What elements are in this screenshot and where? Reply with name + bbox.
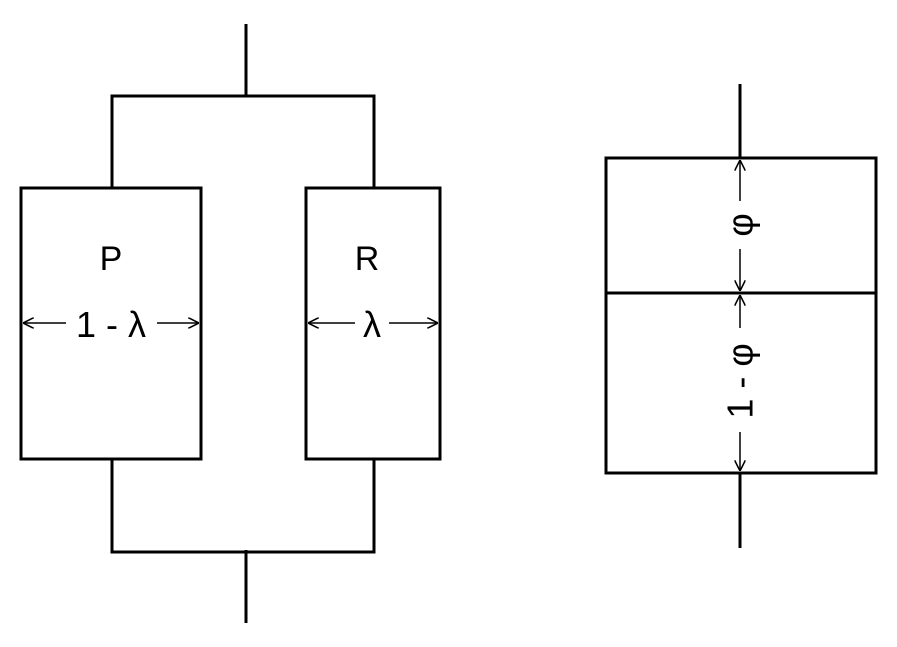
top-section-fraction-label: φ	[720, 213, 761, 236]
series-diagram: φ 1 - φ	[604, 84, 878, 548]
parallel-diagram: P 1 - λ R λ	[19, 24, 442, 623]
bottom-section-fraction-label: 1 - φ	[720, 343, 761, 418]
box-r-fraction-label: λ	[363, 304, 381, 345]
box-r-label: R	[355, 240, 380, 278]
parallel-top-bus	[110, 94, 376, 188]
parallel-bottom-bus	[110, 459, 376, 554]
box-p-fraction-label: 1 - λ	[76, 304, 146, 345]
box-p-label: P	[100, 240, 123, 278]
series-box	[604, 156, 878, 475]
